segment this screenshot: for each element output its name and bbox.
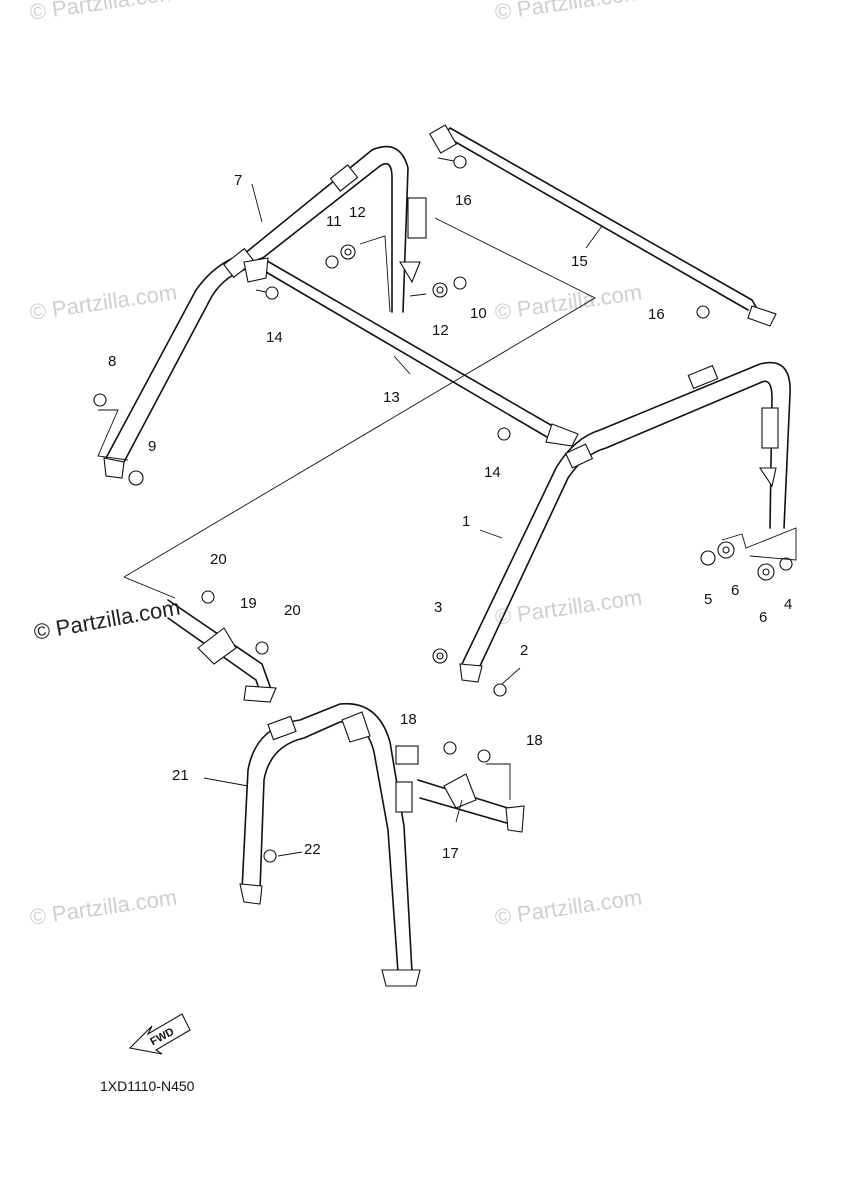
callout-18: 18	[400, 711, 417, 728]
callout-4: 4	[784, 596, 793, 613]
callout-16: 16	[455, 192, 472, 209]
callout-14: 14	[266, 329, 283, 346]
callout-16-b: 16	[648, 306, 665, 323]
callout-22: 22	[304, 841, 321, 858]
callout-6: 6	[731, 582, 740, 599]
roof-side-bar	[243, 257, 579, 447]
left-brace	[167, 599, 277, 703]
callout-6-b: 6	[759, 609, 768, 626]
rear-roll-bar	[103, 145, 427, 479]
callout-2: 2	[520, 642, 529, 659]
guide-line	[123, 217, 596, 578]
right-brace	[417, 773, 525, 833]
callout-20: 20	[210, 551, 227, 568]
callout-9: 9	[148, 438, 157, 455]
callout-13: 13	[383, 389, 400, 406]
callout-21: 21	[172, 767, 189, 784]
callout-14-b: 14	[484, 464, 501, 481]
roof-cross-bar-rear	[428, 124, 777, 327]
callout-10: 10	[470, 305, 487, 322]
callout-5: 5	[704, 591, 713, 608]
callout-15: 15	[571, 253, 588, 270]
callout-3: 3	[434, 599, 443, 616]
callout-20-b: 20	[284, 602, 301, 619]
callout-8: 8	[108, 353, 117, 370]
callout-19: 19	[240, 595, 257, 612]
callout-7: 7	[234, 172, 243, 189]
callout-12-b: 12	[432, 322, 449, 339]
fasteners	[93, 155, 793, 863]
leader-lines	[97, 183, 797, 857]
guide-line	[123, 576, 176, 599]
fwd-arrow-icon	[128, 1013, 191, 1055]
callout-11: 11	[326, 213, 342, 230]
part-code: 1XD1110-N450	[100, 1078, 195, 1094]
callout-18-b: 18	[526, 732, 543, 749]
callout-17: 17	[442, 845, 459, 862]
callout-12: 12	[349, 204, 366, 221]
centre-hoop	[239, 702, 421, 987]
front-roll-bar	[459, 361, 791, 683]
callout-1: 1	[462, 513, 471, 530]
